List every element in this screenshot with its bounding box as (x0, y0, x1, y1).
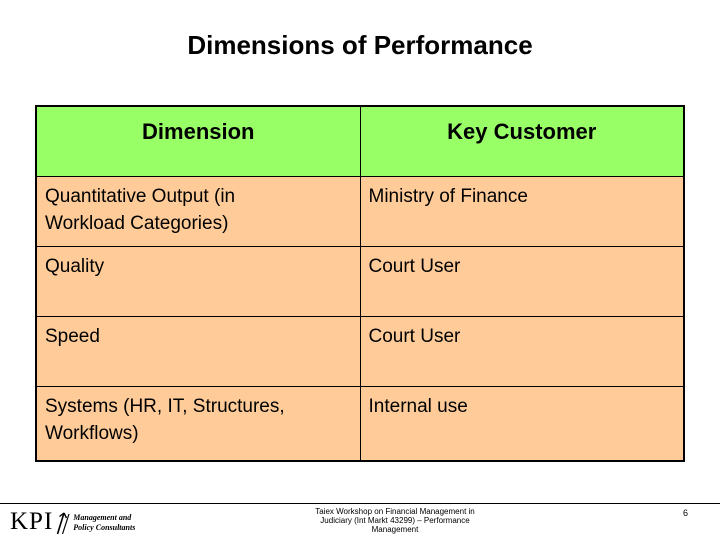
kpi-logo-subtext: Management and Policy Consultants (73, 509, 135, 533)
kpi-logo-subtext-line2: Policy Consultants (73, 523, 136, 532)
cell-dimension: Systems (HR, IT, Structures, Workflows) (35, 385, 361, 462)
cell-key-customer: Court User (359, 245, 685, 317)
column-header-dimension: Dimension (35, 105, 361, 177)
table-header-row: Dimension Key Customer (35, 105, 685, 177)
page-title: Dimensions of Performance (187, 30, 533, 60)
footer-citation-line3: Management (371, 525, 419, 534)
cell-key-customer: Internal use (359, 385, 685, 462)
footer-citation: Taiex Workshop on Financial Management i… (260, 507, 530, 534)
footer-citation-line2: Judiciary (Int Markt 43299) – Performanc… (320, 516, 470, 525)
table-row: Systems (HR, IT, Structures, Workflows) … (35, 385, 685, 462)
kpi-logo-text: KPI (10, 508, 54, 535)
table-row: Quantitative Output (in Workload Categor… (35, 175, 685, 247)
cell-key-customer: Court User (359, 315, 685, 387)
footer: KPI Management and Policy Consultants Ta… (0, 503, 720, 540)
performance-table: Dimension Key Customer Quantitative Outp… (35, 105, 685, 462)
cell-dimension: Speed (35, 315, 361, 387)
footer-citation-line1: Taiex Workshop on Financial Management i… (315, 507, 475, 516)
slide-number: 6 (682, 508, 688, 518)
cell-key-customer: Ministry of Finance (359, 175, 685, 247)
table-row: Speed Court User (35, 315, 685, 387)
kpi-arrow-icon (54, 509, 70, 540)
column-header-key-customer: Key Customer (359, 105, 685, 177)
cell-dimension: Quantitative Output (in Workload Categor… (35, 175, 361, 247)
kpi-logo-subtext-line1: Management and (73, 513, 132, 522)
footer-divider (0, 503, 720, 504)
kpi-logo: KPI Management and Policy Consultants (10, 509, 135, 540)
table-row: Quality Court User (35, 245, 685, 317)
cell-dimension: Quality (35, 245, 361, 317)
